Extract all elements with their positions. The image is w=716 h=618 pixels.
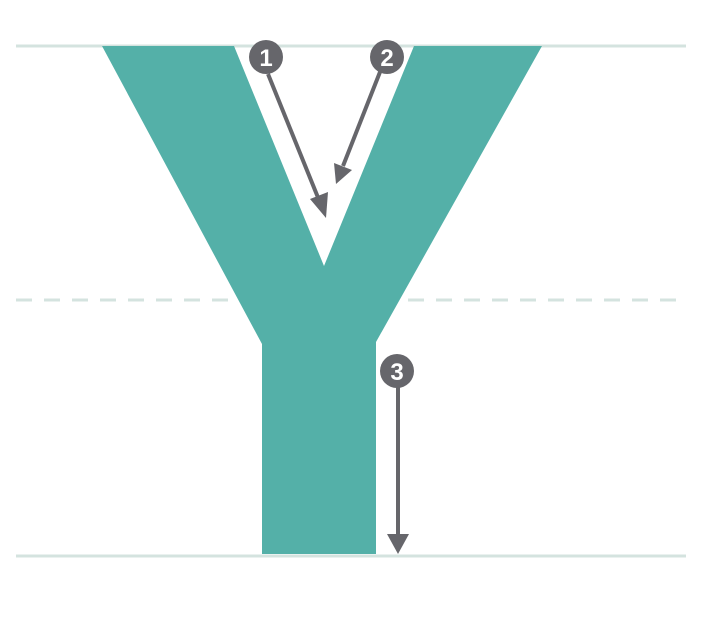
stroke-3-badge: 3 xyxy=(380,354,414,388)
stroke-2-badge: 2 xyxy=(370,40,404,74)
stroke-2-arrow xyxy=(334,71,382,184)
stroke-3-number: 3 xyxy=(390,359,403,386)
stroke-3-arrow xyxy=(387,385,409,554)
stroke-1-badge: 1 xyxy=(249,40,283,74)
stroke-2-number: 2 xyxy=(380,45,393,72)
stroke-1-arrow xyxy=(266,73,328,218)
stroke-1-number: 1 xyxy=(259,45,272,72)
letter-y-shape xyxy=(102,46,542,554)
